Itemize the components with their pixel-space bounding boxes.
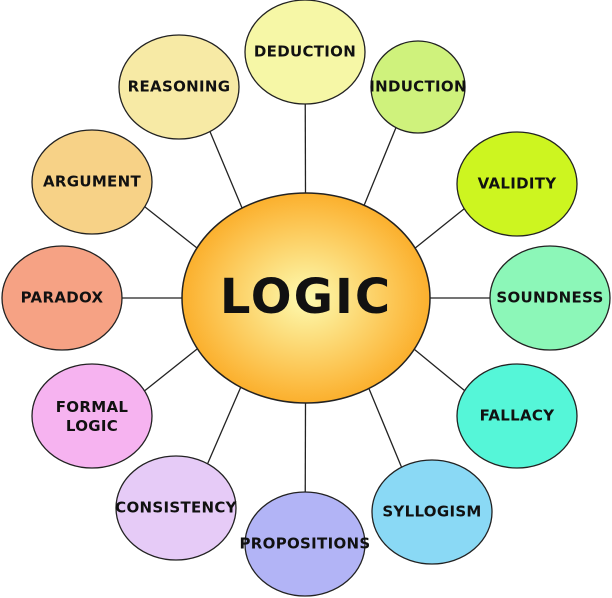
connector-line <box>144 348 198 392</box>
node-ellipse <box>371 459 493 565</box>
node-consistency: CONSISTENCY <box>115 455 238 561</box>
node-label: VALIDITY <box>478 175 558 193</box>
node-induction: INDUCTION <box>369 40 467 134</box>
node-label: SOUNDNESS <box>496 289 603 307</box>
node-ellipse <box>244 491 366 597</box>
center-ellipse <box>181 192 431 404</box>
connector-line <box>413 348 466 392</box>
connector-line <box>144 206 198 249</box>
node-ellipse <box>370 40 466 134</box>
connector-line <box>206 387 242 465</box>
connector-line <box>368 388 403 468</box>
node-argument: ARGUMENT <box>31 129 153 235</box>
node-label: ARGUMENT <box>43 173 141 191</box>
node-fallacy: FALLACY <box>456 363 578 469</box>
node-label: SYLLOGISM <box>382 503 481 521</box>
node-ellipse <box>456 131 578 237</box>
node-syllogism: SYLLOGISM <box>371 459 493 565</box>
node-label: CONSISTENCY <box>115 499 238 517</box>
node-ellipse <box>489 245 611 351</box>
node-label: REASONING <box>128 78 231 96</box>
connector-line <box>414 208 465 249</box>
node-ellipse <box>118 34 240 140</box>
node-label: DEDUCTION <box>254 43 356 61</box>
connector-line <box>209 131 243 209</box>
node-paradox: PARADOX <box>1 245 123 351</box>
node-label: PROPOSITIONS <box>240 535 371 553</box>
connector-line <box>363 127 397 206</box>
center-node: LOGIC <box>181 192 431 404</box>
node-deduction: DEDUCTION <box>244 0 366 105</box>
node-propositions: PROPOSITIONS <box>240 491 371 597</box>
node-ellipse <box>1 245 123 351</box>
node-ellipse <box>31 129 153 235</box>
node-label: FALLACY <box>480 407 556 425</box>
node-validity: VALIDITY <box>456 131 578 237</box>
node-ellipse <box>244 0 366 105</box>
node-label: INDUCTION <box>369 78 467 96</box>
node-reasoning: REASONING <box>118 34 240 140</box>
node-ellipse <box>31 363 153 469</box>
node-ellipse <box>456 363 578 469</box>
center-label: LOGIC <box>220 269 392 325</box>
node-label: PARADOX <box>21 289 104 307</box>
node-ellipse <box>115 455 237 561</box>
node-soundness: SOUNDNESS <box>489 245 611 351</box>
